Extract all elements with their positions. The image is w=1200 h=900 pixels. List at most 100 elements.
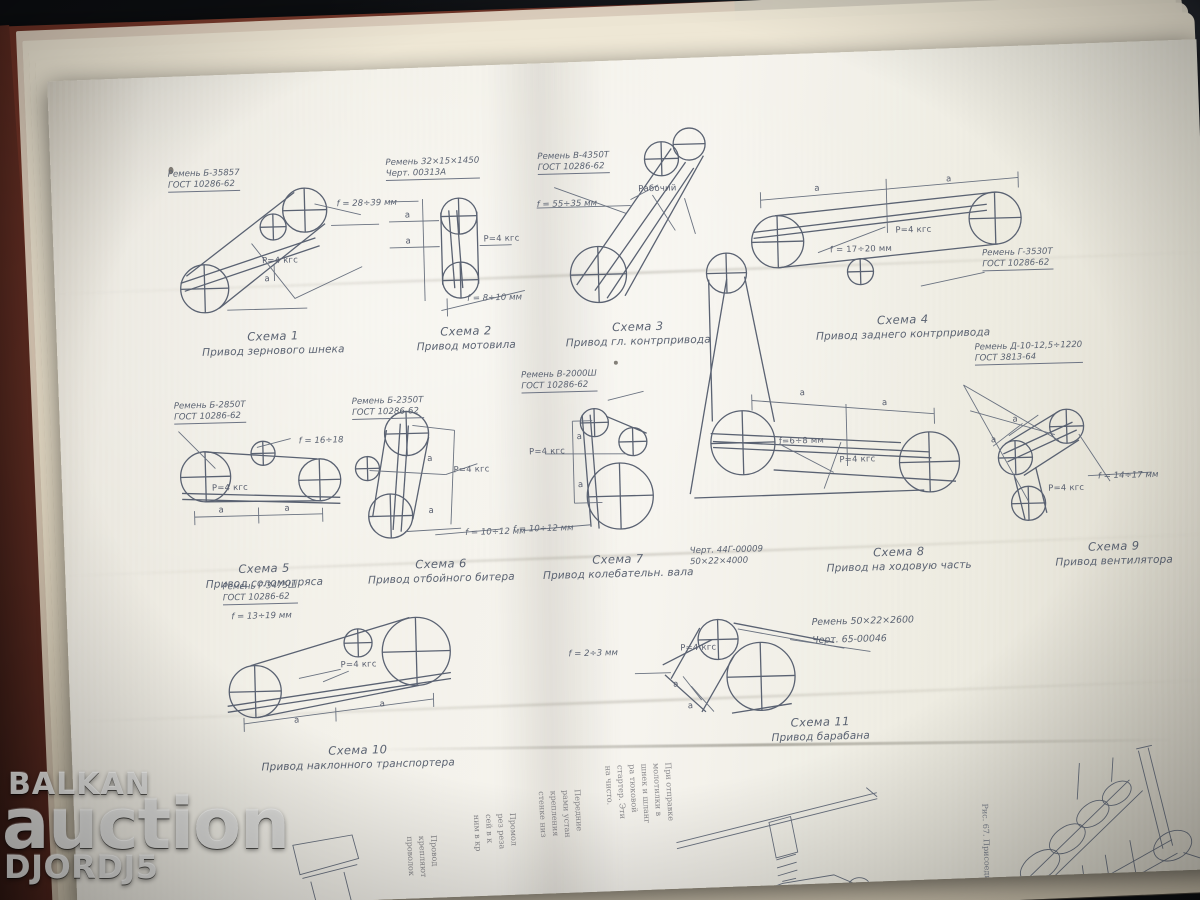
svg-text:а: а [294, 715, 300, 725]
svg-text:а: а [428, 506, 434, 516]
scheme-1-figure: P=4 кгс а [164, 166, 388, 332]
svg-text:а: а [405, 236, 411, 246]
scheme-3-belt-note: Ремень В-4350Т ГОСТ 10286-62 [537, 150, 610, 176]
svg-text:f = 17÷20 мм: f = 17÷20 мм [830, 244, 892, 256]
scheme-4-figure: а а f = 17÷20 мм P=4 кгс [746, 163, 1030, 310]
scheme-2-belt-line2: Черт. 00313А [385, 167, 447, 179]
scheme-5-belt-note: Ремень Б-2850Т ГОСТ 10286-62 [173, 399, 247, 426]
scheme-7-caption: Схема 7 Привод колебательн. вала [518, 549, 719, 582]
facing-text-column-2: Передние рами устан крепления стенке низ [536, 789, 584, 838]
scheme-9-belt-note: Ремень Д-10-12,5÷1220 ГОСТ 3813-64 [974, 339, 1083, 367]
scheme-2-caption: Схема 2 Привод мотовила [386, 322, 547, 354]
svg-text:а: а [405, 210, 411, 220]
scheme-2-figure: а а P=4 кгс [382, 178, 556, 332]
scheme-4-belt-line1: Ремень Г-3530Т [981, 246, 1053, 259]
scheme-9-deflection: f = 14÷17 мм [1097, 469, 1159, 482]
scheme-6-figure: P=4 кгс а а [348, 401, 522, 555]
scheme-6-title: Привод отбойного битера [367, 570, 515, 587]
scheme-2-belt-note: Ремень 32×15×1450 Черт. 00313А [385, 155, 480, 182]
scheme-5-belt-line2: ГОСТ 10286-62 [173, 410, 242, 423]
scheme-5-belt-line1: Ремень Б-2850Т [173, 399, 246, 412]
scheme-9-caption: Схема 9 Привод вентилятора [1024, 537, 1200, 570]
scheme-8-figure: а а f=6÷8 мм P=4 кгс [678, 243, 986, 551]
svg-text:а: а [882, 398, 888, 408]
svg-text:P=4 кгс: P=4 кгс [895, 225, 931, 236]
scheme-7-belt-line1: Ремень В-2000Ш [520, 368, 597, 381]
scheme-2-belt-line1: Ремень 32×15×1450 [385, 155, 480, 169]
svg-text:P=4 кгс: P=4 кгс [680, 643, 716, 654]
manual-page: P=4 кгс а Ремень Б-35857 ГОСТ 10286-62 f… [47, 39, 1200, 900]
scheme-11-belt-note: Ремень 50×22×2600 Черт. 65-00046 [812, 614, 915, 646]
scheme-6-belt-note: Ремень Б-2350Т ГОСТ 10286-62 [351, 395, 424, 421]
scheme-3-belt-line2: ГОСТ 10286-62 [537, 161, 605, 173]
scheme-2-deflection: f = 8÷10 мм [466, 292, 523, 304]
scheme-11-belt-line1: Ремень 50×22×2600 [811, 614, 915, 629]
scheme-6-caption: Схема 6 Привод отбойного битера [346, 554, 537, 587]
svg-text:P=4 кгс: P=4 кгс [483, 234, 519, 245]
scheme-9-title: Привод вентилятора [1055, 553, 1174, 569]
facing-text-column-4: Провод крепляют проволок [404, 834, 440, 878]
svg-text:а: а [688, 701, 694, 711]
scheme-10-figure: а а P=4 кгс [217, 614, 470, 741]
scheme-1-belt-line2: ГОСТ 10286-62 [167, 178, 236, 191]
scheme-9-belt-line1: Ремень Д-10-12,5÷1220 [974, 339, 1083, 353]
scheme-6-belt-line1: Ремень Б-2350Т [351, 395, 424, 407]
scheme-6-belt-line2: ГОСТ 10286-62 [351, 405, 420, 418]
scheme-11-belt-line2: Черт. 65-00046 [811, 632, 887, 646]
scheme-10-belt-line1: Ремень Г-3475Ш [222, 580, 298, 593]
scheme-8-belt-line2: 50×22×4000 [689, 555, 749, 567]
svg-text:а: а [673, 680, 679, 690]
scheme-8-caption: Схема 8 Привод на ходовую часть [784, 542, 1015, 576]
svg-text:Рабочий: Рабочий [638, 183, 676, 194]
scheme-1-caption: Схема 1 Привод зернового шнека [178, 327, 369, 360]
schematics-area: P=4 кгс а Ремень Б-35857 ГОСТ 10286-62 f… [163, 125, 1200, 773]
svg-text:а: а [577, 432, 583, 442]
svg-text:P=4 кгс: P=4 кгс [1048, 483, 1084, 494]
scheme-5-deflection: f = 16÷18 [298, 435, 344, 447]
scheme-3-figure: Рабочий [533, 127, 738, 332]
svg-text:а: а [1012, 415, 1018, 425]
svg-text:P=4 кгс: P=4 кгс [529, 446, 565, 457]
svg-text:f=6÷8 мм: f=6÷8 мм [779, 436, 824, 447]
svg-text:P=4 кгс: P=4 кгс [839, 454, 875, 465]
svg-text:P=4 кгс: P=4 кгс [340, 659, 376, 670]
scheme-3-deflection: f = 55÷35 мм [536, 198, 598, 211]
svg-text:а: а [800, 388, 806, 398]
svg-text:P=4 кгс: P=4 кгс [453, 464, 489, 475]
scheme-7-title: Привод колебательн. вала [542, 566, 694, 583]
scheme-11-caption: Схема 11 Привод барабана [720, 712, 921, 745]
scheme-2-number: Схема 2 [440, 323, 492, 339]
scheme-10-belt-note: Ремень Г-3475Ш ГОСТ 10286-62 [222, 580, 298, 606]
scheme-7-figure: а а P=4 кгс [518, 388, 702, 553]
scheme-4-belt-line2: ГОСТ 10286-62 [982, 257, 1050, 270]
scheme-9-belt-line2: ГОСТ 3813-64 [974, 351, 1037, 364]
svg-text:а: а [380, 699, 386, 709]
scheme-5-figure: P=4 кгс а а [170, 416, 373, 551]
facing-page-figure-center [669, 757, 914, 900]
scheme-1-belt-line1: Ремень Б-35857 [167, 167, 240, 180]
svg-text:а: а [284, 504, 290, 514]
scheme-2-title: Привод мотовила [416, 338, 517, 354]
facing-page-figure-left [286, 828, 376, 900]
svg-text:P=4 кгс: P=4 кгс [262, 255, 298, 266]
svg-text:а: а [264, 274, 270, 284]
facing-text-column-3: Промол рез реза сей в к ним в кр [471, 812, 519, 852]
svg-text:а: а [991, 435, 997, 445]
scheme-8-belt-note: Черт. 44Г-00009 50×22×4000 [690, 544, 764, 567]
scheme-11-figure: P=4 кгс а а [633, 611, 886, 738]
scheme-9-figure: а а P=4 кгс [959, 376, 1173, 541]
svg-text:а: а [427, 454, 433, 464]
svg-text:P=4 кгс: P=4 кгс [212, 483, 248, 494]
scheme-8-belt-line1: Черт. 44Г-00009 [689, 544, 764, 557]
svg-text:а: а [578, 480, 584, 490]
scheme-3-belt-line1: Ремень В-4350Т [537, 150, 610, 163]
scheme-1-belt-note: Ремень Б-35857 ГОСТ 10286-62 [167, 167, 241, 194]
svg-text:а: а [946, 174, 952, 184]
scheme-1-title: Привод зернового шнека [202, 343, 345, 359]
scheme-10-belt-line2: ГОСТ 10286-62 [222, 591, 290, 604]
svg-text:а: а [814, 184, 820, 194]
scheme-11-deflection: f = 2÷3 мм [568, 648, 619, 660]
scheme-7-deflection: f = 10÷12 мм [512, 523, 574, 535]
scheme-4-belt-note: Ремень Г-3530Т ГОСТ 10286-62 [981, 246, 1054, 272]
